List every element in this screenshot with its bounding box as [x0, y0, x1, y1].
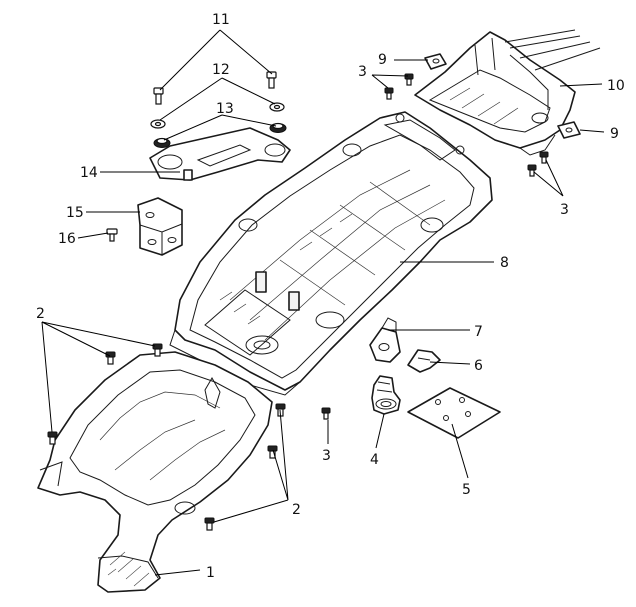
- callout-8: 8: [500, 255, 509, 271]
- callout-9-top: 9: [378, 52, 387, 68]
- part-14-plate-bracket: [149, 127, 291, 181]
- callout-5: 5: [462, 482, 471, 498]
- callout-1: 1: [206, 565, 215, 581]
- part-3-screws-right: [527, 151, 549, 177]
- part-8-main-fender-tray: [169, 111, 493, 396]
- callout-9-right: 9: [610, 126, 619, 142]
- part-1-front-fender-section: [37, 351, 273, 593]
- callout-2-left: 2: [36, 306, 45, 322]
- callout-labels: 11 12 13 14 15 16 2 2 1 3 9 10 9 3 8 7 6…: [36, 12, 625, 581]
- callout-13: 13: [216, 101, 234, 117]
- callout-12: 12: [212, 62, 230, 78]
- callout-10: 10: [607, 78, 625, 94]
- part-15-angle-bracket: [137, 197, 183, 256]
- callout-3-center: 3: [322, 448, 331, 464]
- callout-3-top: 3: [358, 64, 367, 80]
- part-16-screw: [106, 228, 118, 242]
- part-10-rear-bracket: [414, 29, 601, 156]
- part-6-clip: [407, 349, 441, 373]
- callout-16: 16: [58, 231, 76, 247]
- part-9-clip-nut-right: [557, 121, 581, 139]
- part-3-screw-center: [321, 407, 331, 420]
- callout-14: 14: [80, 165, 98, 181]
- callout-7: 7: [474, 324, 483, 340]
- callout-11: 11: [212, 12, 230, 28]
- part-9-clip-nut-top: [424, 53, 447, 70]
- part-3-screws-top: [384, 73, 414, 100]
- callout-3-right: 3: [560, 202, 569, 218]
- part-12-washers: [150, 102, 285, 129]
- leader-lines: [41, 29, 605, 576]
- callout-6: 6: [474, 358, 483, 374]
- part-5-plate: [407, 387, 501, 439]
- part-4-connector: [371, 375, 401, 415]
- callout-4: 4: [370, 452, 379, 468]
- callout-15: 15: [66, 205, 84, 221]
- part-7-bracket: [369, 317, 401, 363]
- callout-2-right: 2: [292, 502, 301, 518]
